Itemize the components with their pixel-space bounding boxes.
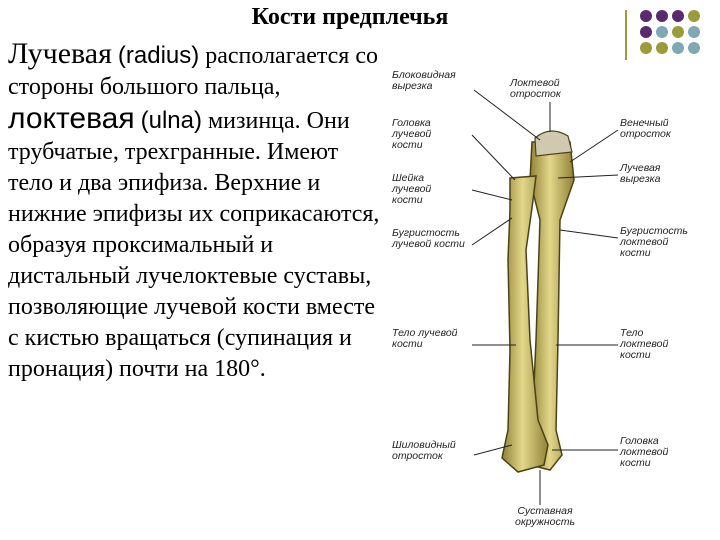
label-trochlear-notch: Блоковидная вырезка [392, 69, 456, 92]
intro-paragraph: Лучевая (radius) располагается со сторон… [8, 38, 380, 385]
term-radius-latin: (radius) [117, 42, 200, 69]
forearm-bones-illustration [380, 60, 700, 535]
label-styloid-process: Шиловидный отросток [392, 439, 456, 462]
deco-dot [688, 10, 700, 22]
deco-dot [656, 10, 668, 22]
intro-text-2: мизинца. Они трубчатые, трехгранные. Име… [8, 108, 380, 382]
label-olecranon: Локтевой отросток [510, 77, 561, 100]
label-ulna-body: Тело локтевой кости [620, 327, 669, 361]
deco-dot [688, 42, 700, 54]
intro-text-1: располагается со стороны большого пальца… [8, 43, 378, 100]
label-ulna-tuberosity: Бугристость локтевой кости [620, 225, 688, 259]
deco-dot [640, 10, 652, 22]
label-radius-tuberosity: Бугристость лучевой кости [392, 227, 465, 250]
label-articular-circumference: Суставная окружность [514, 505, 576, 528]
decorative-line [625, 10, 627, 70]
label-radius-body: Тело лучевой кости [392, 327, 458, 350]
deco-dot [640, 42, 652, 54]
deco-dot [672, 42, 684, 54]
deco-dot [656, 26, 668, 38]
term-ulna-latin: (ulna) [140, 107, 202, 134]
label-coronoid-process: Венечный отросток [620, 117, 671, 140]
deco-dot [640, 26, 652, 38]
deco-dot [672, 26, 684, 38]
term-radius: Лучевая [8, 37, 112, 70]
deco-dot [688, 26, 700, 38]
label-ulna-head: Головка локтевой кости [620, 435, 669, 469]
deco-dot [656, 42, 668, 54]
label-radius-neck: Шейка лучевой кости [392, 172, 432, 206]
term-ulna: локтевая [8, 102, 135, 135]
deco-dot [672, 10, 684, 22]
forearm-bones-figure: Блоковидная вырезка Локтевой отросток Го… [380, 60, 700, 535]
label-radius-head: Головка лучевой кости [392, 117, 432, 151]
label-radial-notch: Лучевая вырезка [620, 162, 661, 185]
slide-title: Кости предплечья [251, 4, 449, 30]
body-text: Лучевая (radius) располагается со сторон… [8, 38, 380, 385]
